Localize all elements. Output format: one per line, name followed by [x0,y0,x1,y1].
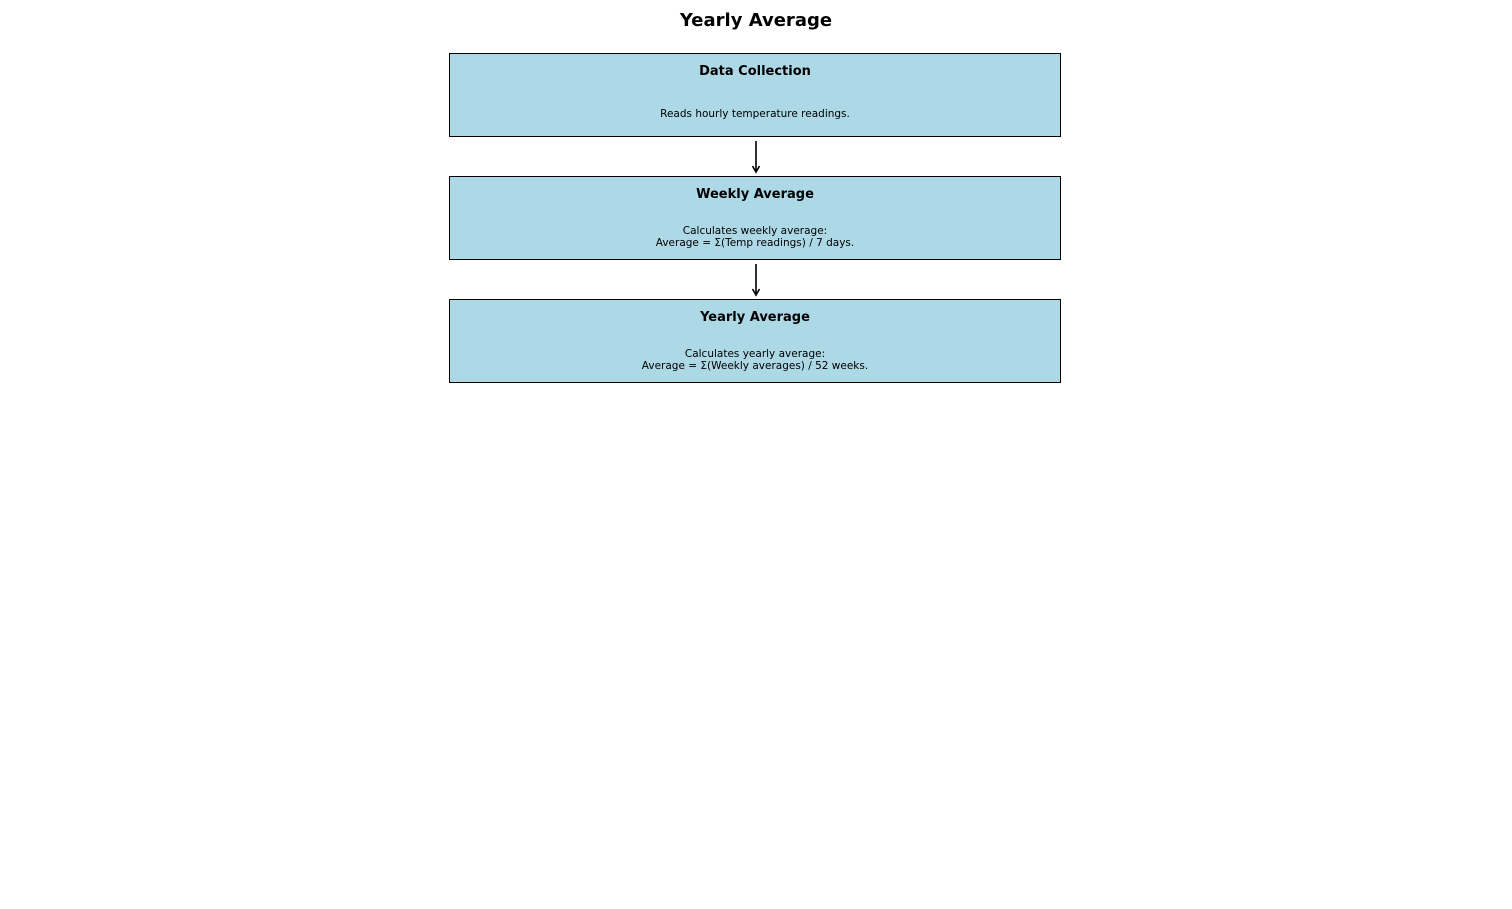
step-description: Calculates weekly average: Average = Σ(T… [450,225,1060,249]
step-description-line: Average = Σ(Weekly averages) / 52 weeks. [641,359,869,372]
step-title: Weekly Average [696,187,814,202]
step-title: Data Collection [699,64,811,79]
arrow-down-icon [751,264,761,297]
arrow-down-icon [751,141,761,174]
step-weekly-average: Weekly Average Calculates weekly average… [449,176,1061,260]
step-title: Yearly Average [700,310,810,325]
step-description-line: Reads hourly temperature readings. [660,108,850,120]
step-description: Calculates yearly average: Average = Σ(W… [450,348,1060,372]
step-description-line: Calculates weekly average: [682,225,828,237]
step-description-line: Average = Σ(Temp readings) / 7 days. [655,236,855,249]
step-data-collection: Data Collection Reads hourly temperature… [449,53,1061,137]
step-yearly-average: Yearly Average Calculates yearly average… [449,299,1061,383]
step-description-line: Calculates yearly average: [684,348,826,360]
page-title: Yearly Average [679,10,833,31]
step-description: Reads hourly temperature readings. [450,108,1060,121]
